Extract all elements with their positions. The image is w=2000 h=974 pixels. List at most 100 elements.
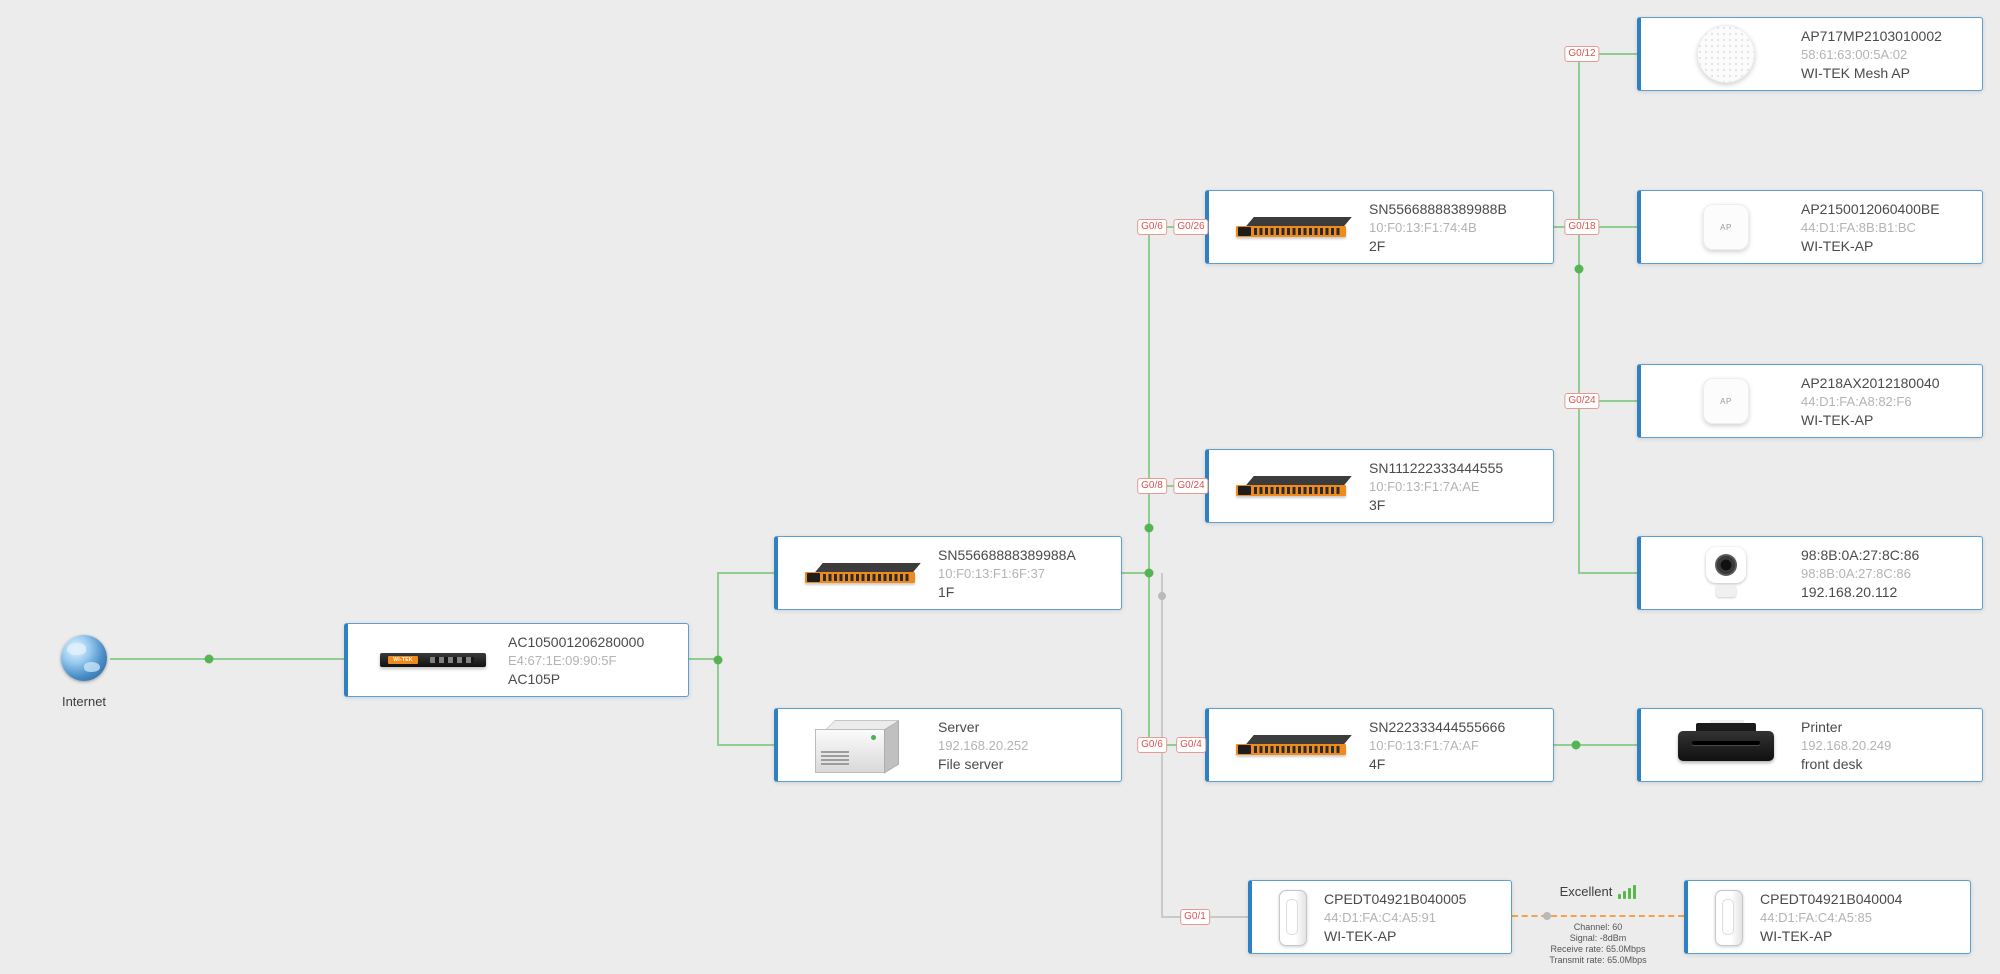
port-badge[interactable]: G0/4: [1176, 737, 1206, 753]
device-mac: 58:61:63:00:5A:02: [1801, 46, 1908, 62]
cpe-icon: [1277, 888, 1309, 946]
link-trunk-ap2150: [1578, 226, 1637, 228]
device-name: front desk: [1801, 755, 1863, 772]
device-ip: 192.168.20.112: [1801, 583, 1898, 600]
device-mac: 44:D1:FA:C4:A5:85: [1760, 909, 1873, 925]
device-name: 1F: [938, 583, 955, 600]
device-name: WI-TEK-AP: [1324, 927, 1397, 944]
device-card-mesh-ap[interactable]: AP717MP2103010002 58:61:63:00:5A:02 WI-T…: [1637, 17, 1983, 91]
wireless-link-details: Channel: 60 Signal: -8dBm Receive rate: …: [1512, 922, 1684, 966]
device-title: Server: [938, 718, 980, 735]
junction-dot-gray: [1158, 592, 1166, 600]
port-badge[interactable]: G0/8: [1137, 478, 1167, 494]
device-mac: 10:F0:13:F1:6F:37: [938, 565, 1045, 581]
device-mac: 44:D1:FA:8B:B1:BC: [1801, 219, 1916, 235]
junction-dot: [713, 655, 723, 665]
link-right-trunk-vertical: [1578, 53, 1580, 574]
internet-icon[interactable]: [61, 635, 107, 681]
port-badge[interactable]: G0/6: [1137, 219, 1167, 235]
junction-dot: [1144, 523, 1154, 533]
device-title: Printer: [1801, 718, 1843, 735]
device-title: SN222333444555666: [1369, 718, 1506, 735]
device-card-server[interactable]: Server 192.168.20.252 File server: [774, 708, 1122, 782]
switch-icon: [1236, 212, 1352, 242]
link-4f-printer: [1554, 744, 1637, 746]
device-name: WI-TEK-AP: [1801, 237, 1874, 254]
device-card-switch-3f[interactable]: SN111222333444555 10:F0:13:F1:7A:AE 3F: [1205, 449, 1554, 523]
device-name: WI-TEK-AP: [1760, 927, 1833, 944]
device-card-ac105p[interactable]: WI-TEK AC105001206280000 E4:67:1E:09:90:…: [344, 623, 689, 697]
wireless-channel: Channel: 60: [1573, 922, 1623, 932]
device-card-camera[interactable]: 98:8B:0A:27:8C:86 98:8B:0A:27:8C:86 192.…: [1637, 536, 1983, 610]
device-title: AP218AX2012180040: [1801, 374, 1940, 391]
link-ac-junction: [689, 658, 718, 660]
junction-dot: [1574, 264, 1584, 274]
junction-dot: [1571, 740, 1581, 750]
wireless-transmit-rate: Transmit rate: 65.0Mbps: [1549, 955, 1647, 965]
device-title: AP2150012060400BE: [1801, 200, 1940, 217]
device-mac: 98:8B:0A:27:8C:86: [1801, 565, 1911, 581]
device-card-switch-1f[interactable]: SN55668888389988A 10:F0:13:F1:6F:37 1F: [774, 536, 1122, 610]
device-card-ap2150[interactable]: AP AP2150012060400BE 44:D1:FA:8B:B1:BC W…: [1637, 190, 1983, 264]
port-badge[interactable]: G0/26: [1173, 219, 1209, 235]
device-title: AC105001206280000: [508, 633, 645, 650]
link-junction-server: [717, 744, 775, 746]
link-1f-trunk: [1122, 572, 1149, 574]
wireless-link-quality: Excellent: [1512, 884, 1684, 899]
junction-dot: [204, 654, 214, 664]
device-mac: 10:F0:13:F1:7A:AF: [1369, 737, 1479, 753]
device-ip: 192.168.20.249: [1801, 737, 1892, 753]
cpe-icon: [1713, 888, 1745, 946]
device-name: 3F: [1369, 496, 1386, 513]
device-card-ap218ax[interactable]: AP AP218AX2012180040 44:D1:FA:A8:82:F6 W…: [1637, 364, 1983, 438]
device-mac: E4:67:1E:09:90:5F: [508, 652, 617, 668]
link-internet-ac: [110, 658, 344, 660]
link-trunk-ap218: [1578, 400, 1637, 402]
device-ip: 192.168.20.252: [938, 737, 1029, 753]
camera-icon: [1704, 547, 1748, 599]
device-title: AP717MP2103010002: [1801, 27, 1942, 44]
port-badge[interactable]: G0/18: [1564, 219, 1600, 235]
device-title: 98:8B:0A:27:8C:86: [1801, 546, 1920, 563]
link-junction-1f: [717, 572, 775, 574]
mesh-ap-icon: [1697, 25, 1755, 83]
device-name: WI-TEK-AP: [1801, 411, 1874, 428]
device-name: 2F: [1369, 237, 1386, 254]
port-badge[interactable]: G0/24: [1173, 478, 1209, 494]
port-badge[interactable]: G0/6: [1137, 737, 1167, 753]
link-wireless-dashed: [1512, 915, 1684, 917]
device-mac: 10:F0:13:F1:7A:AE: [1369, 478, 1480, 494]
server-icon: [815, 717, 911, 774]
port-badge[interactable]: G0/24: [1564, 393, 1600, 409]
device-title: SN55668888389988A: [938, 546, 1076, 563]
device-name: 4F: [1369, 755, 1386, 772]
device-mac: 44:D1:FA:A8:82:F6: [1801, 393, 1912, 409]
printer-icon: [1678, 720, 1774, 767]
link-trunk-camera: [1578, 572, 1637, 574]
junction-dot-gray: [1543, 912, 1551, 920]
internet-label: Internet: [61, 694, 107, 709]
port-badge[interactable]: G0/1: [1180, 909, 1210, 925]
device-card-printer[interactable]: Printer 192.168.20.249 front desk: [1637, 708, 1983, 782]
switch-icon: [1236, 471, 1352, 501]
device-name: File server: [938, 755, 1004, 772]
device-title: CPEDT04921B040004: [1760, 890, 1903, 907]
device-mac: 10:F0:13:F1:74:4B: [1369, 219, 1477, 235]
junction-dot: [1144, 568, 1154, 578]
device-name: WI-TEK Mesh AP: [1801, 64, 1910, 81]
device-card-switch-4f[interactable]: SN222333444555666 10:F0:13:F1:7A:AF 4F: [1205, 708, 1554, 782]
device-card-cpe-040004[interactable]: CPEDT04921B040004 44:D1:FA:C4:A5:85 WI-T…: [1684, 880, 1971, 954]
device-card-switch-2f[interactable]: SN55668888389988B 10:F0:13:F1:74:4B 2F: [1205, 190, 1554, 264]
access-point-icon: AP: [1703, 204, 1749, 250]
device-mac: 44:D1:FA:C4:A5:91: [1324, 909, 1437, 925]
wireless-receive-rate: Receive rate: 65.0Mbps: [1550, 944, 1646, 954]
signal-bars-icon: [1618, 885, 1637, 899]
wireless-signal: Signal: -8dBm: [1569, 933, 1627, 943]
link-trunk-meshap: [1578, 53, 1637, 55]
port-badge[interactable]: G0/12: [1564, 46, 1600, 62]
access-point-icon: AP: [1703, 378, 1749, 424]
device-title: SN55668888389988B: [1369, 200, 1507, 217]
device-title: CPEDT04921B040005: [1324, 890, 1467, 907]
device-name: AC105P: [508, 670, 561, 687]
device-card-cpe-040005[interactable]: CPEDT04921B040005 44:D1:FA:C4:A5:91 WI-T…: [1248, 880, 1512, 954]
